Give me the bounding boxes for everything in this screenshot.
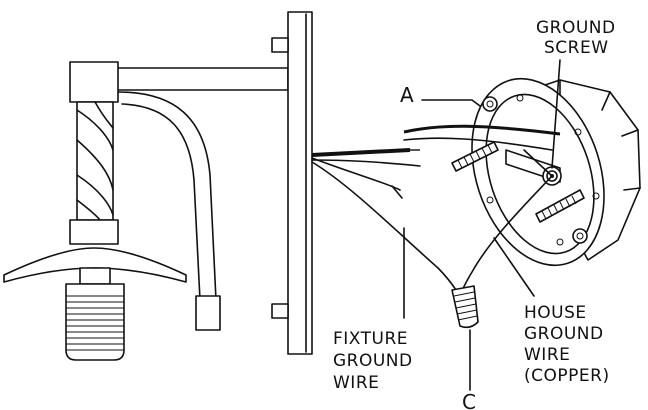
- curved-support-outer: [117, 91, 217, 301]
- fixture-arm: [109, 67, 289, 91]
- label-house-ground-wire-line4: (COPPER): [524, 366, 610, 386]
- lower-collar: [69, 219, 119, 245]
- callout-labels: A GROUND SCREW FIXTURE GROUND WIRE HOUSE…: [333, 18, 616, 410]
- plate-tab-top: [271, 37, 289, 53]
- wall-mounting-plate: [271, 11, 313, 355]
- ring-screw-bottom: [572, 228, 588, 244]
- label-c: C: [462, 390, 476, 410]
- socket-neck: [79, 267, 111, 285]
- support-foot: [195, 295, 221, 331]
- house-black-wire: [403, 124, 561, 136]
- leader-ground-screw: [551, 59, 561, 169]
- label-fixture-ground-wire-line1: FIXTURE: [333, 329, 408, 349]
- house-wires: [403, 124, 561, 297]
- fixture-white-wire: [311, 159, 421, 167]
- plate-tab-bottom: [271, 303, 289, 319]
- mounting-plate: [287, 11, 313, 355]
- fixture-wires: [311, 148, 457, 291]
- threaded-stud-upper: [451, 141, 499, 172]
- label-fixture-ground-wire-line2: GROUND: [333, 351, 413, 371]
- threaded-studs: [451, 141, 585, 223]
- threaded-stud-lower: [535, 189, 585, 223]
- curved-support-inner: [121, 103, 201, 301]
- label-house-ground-wire-line2: GROUND: [524, 324, 604, 344]
- label-a: A: [400, 83, 414, 107]
- threaded-socket: [65, 283, 125, 361]
- fixture-ground-wire-path: [311, 161, 457, 291]
- ring-screw-top: [482, 96, 498, 112]
- lamp-shade: [3, 247, 187, 283]
- house-white-wire: [403, 137, 553, 151]
- wire-connector: [451, 285, 479, 329]
- label-house-ground-wire-line1: HOUSE: [524, 303, 587, 323]
- fixture-collar: [69, 61, 119, 103]
- leader-lines: [403, 59, 561, 391]
- lantern-fixture: [3, 61, 289, 361]
- leader-house-ground-wire: [493, 237, 535, 297]
- label-ground-screw-line1: GROUND: [536, 18, 616, 38]
- leader-a: [421, 99, 481, 107]
- label-ground-screw-line2: SCREW: [544, 38, 609, 58]
- junction-box: [471, 77, 641, 267]
- label-fixture-ground-wire-line3: WIRE: [333, 373, 379, 393]
- fixture-black-wire: [311, 148, 411, 157]
- label-house-ground-wire-line3: WIRE: [524, 345, 570, 365]
